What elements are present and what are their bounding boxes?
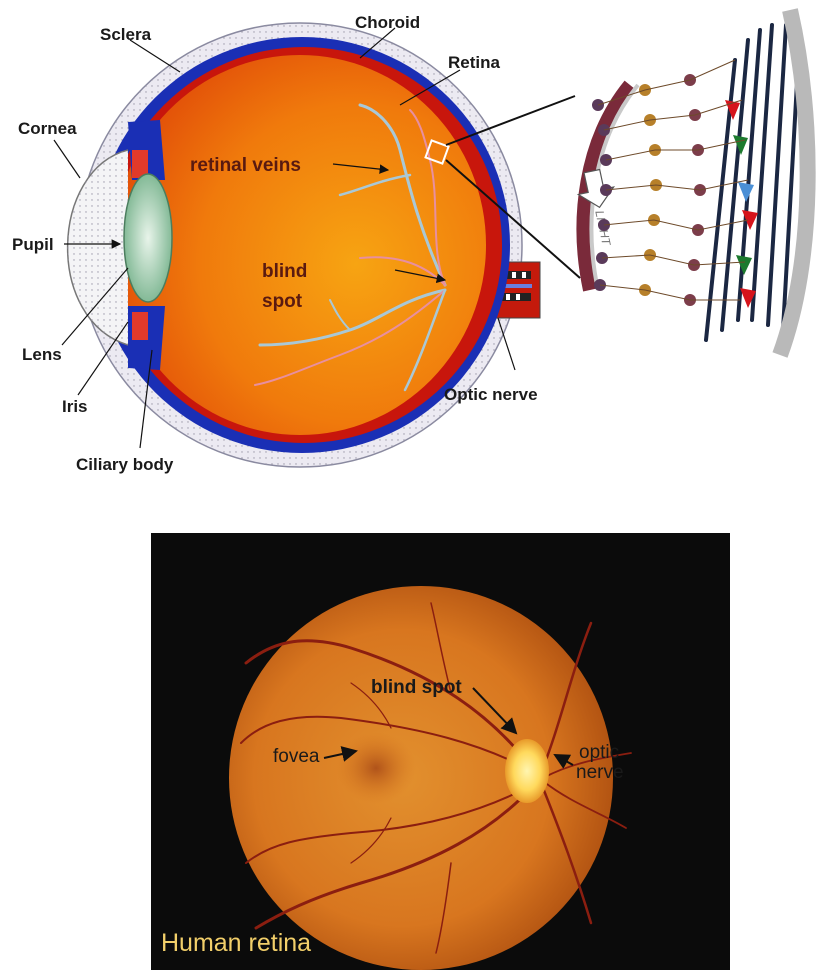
caption-human-retina: Human retina bbox=[161, 931, 311, 956]
label-fundus-blind-spot: blind spot bbox=[371, 678, 462, 697]
label-sclera: Sclera bbox=[100, 26, 151, 43]
fovea-spot bbox=[336, 732, 416, 804]
retina-cell-detail: LIGHT bbox=[0, 0, 816, 520]
label-blind-spot-line1: blind bbox=[262, 262, 307, 281]
label-optic-nerve-line1: optic bbox=[579, 743, 619, 762]
label-pupil: Pupil bbox=[12, 236, 54, 253]
label-retina: Retina bbox=[448, 54, 500, 71]
photoreceptor-columns bbox=[592, 10, 808, 355]
label-ciliary-body: Ciliary body bbox=[76, 456, 173, 473]
label-choroid: Choroid bbox=[355, 14, 420, 31]
label-optic-nerve: Optic nerve bbox=[444, 386, 538, 403]
label-lens: Lens bbox=[22, 346, 62, 363]
optic-disc bbox=[505, 739, 549, 803]
fundus-photo: blind spot fovea optic nerve Human retin… bbox=[151, 533, 730, 970]
label-iris: Iris bbox=[62, 398, 88, 415]
label-fovea: fovea bbox=[273, 747, 319, 766]
label-optic-nerve-line2: nerve bbox=[576, 763, 624, 782]
label-blind-spot-line2: spot bbox=[262, 292, 302, 311]
label-cornea: Cornea bbox=[18, 120, 77, 137]
label-retinal-veins: retinal veins bbox=[190, 156, 301, 175]
